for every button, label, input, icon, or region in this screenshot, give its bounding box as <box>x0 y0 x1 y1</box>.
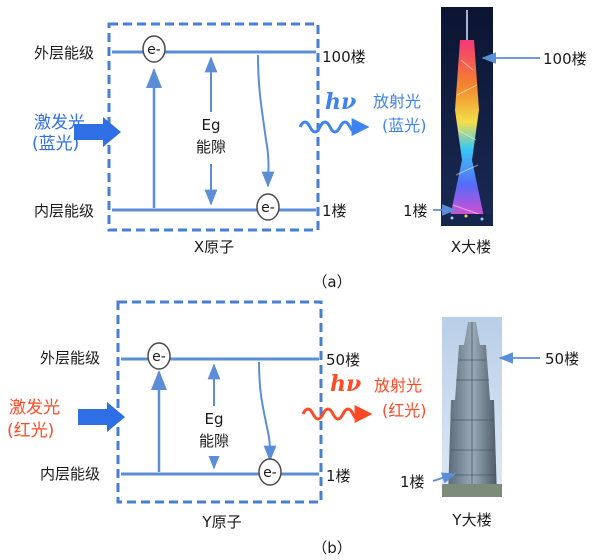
electron-bottom-a: e- <box>256 193 280 221</box>
building-top-label-a: 100楼 <box>543 50 587 68</box>
top-floor-label-a: 100楼 <box>322 48 366 66</box>
outer-level-label-b: 外层能级 <box>40 349 100 367</box>
photon-wave-a <box>298 118 370 136</box>
excite-light-label-b: 激发光 <box>9 398 60 418</box>
emit-light-color-a: (蓝光) <box>382 116 427 135</box>
atom-box-a <box>107 22 320 232</box>
electron-top-b: e- <box>147 342 171 370</box>
excite-light-arrow-a <box>74 117 121 147</box>
building-photo-b <box>442 317 502 497</box>
inner-level-label-b: 内层能级 <box>40 465 100 483</box>
emit-light-label-b: 放射光 <box>374 376 422 395</box>
relaxation-arrow-b <box>258 361 277 462</box>
building-bottom-label-b: 1楼 <box>400 473 425 491</box>
inner-level-label-a: 内层能级 <box>34 202 94 220</box>
excite-light-color-a: (蓝光) <box>32 134 79 154</box>
gap-label-eg-b: Eg <box>205 410 224 428</box>
gap-label-eg-a: Eg <box>202 116 221 134</box>
building-bottom-pointer-b <box>432 472 457 484</box>
outer-level-label-a: 外层能级 <box>34 44 94 62</box>
electron-top-a: e- <box>142 35 166 63</box>
emit-light-color-b: (红光) <box>382 401 427 420</box>
relaxation-arrow-a <box>257 54 275 188</box>
top-floor-label-b: 50楼 <box>326 351 360 369</box>
gap-label-a: 能隙 <box>196 138 226 156</box>
caption-b: （b） <box>312 539 352 557</box>
photon-symbol-b: hν <box>330 371 361 397</box>
svg-text:e-: e- <box>263 465 277 481</box>
photon-symbol-a: hν <box>325 89 356 115</box>
svg-text:e-: e- <box>152 349 166 365</box>
caption-a: （a） <box>312 273 351 291</box>
excite-light-color-b: (红光) <box>7 421 54 441</box>
emit-light-label-a: 放射光 <box>373 92 421 111</box>
svg-text:e-: e- <box>261 200 275 216</box>
gap-label-b: 能隙 <box>199 432 229 450</box>
excite-light-label-a: 激发光 <box>34 113 85 133</box>
atom-label-a: X原子 <box>194 238 234 256</box>
building-label-a: X大楼 <box>451 238 491 256</box>
photon-wave-b <box>301 405 373 423</box>
excite-light-arrow-b <box>78 402 125 432</box>
panel-b: 外层能级 内层能级 50楼 1楼 Eg 能隙 e- e- 激发光 (红光) hν… <box>7 300 579 557</box>
electron-bottom-b: e- <box>258 458 282 486</box>
building-bottom-label-a: 1楼 <box>403 202 428 220</box>
bottom-floor-label-a: 1楼 <box>322 202 347 220</box>
bottom-floor-label-b: 1楼 <box>326 467 351 485</box>
building-top-label-b: 50楼 <box>545 350 579 368</box>
panel-a: 外层能级 内层能级 100楼 1楼 Eg 能隙 e- e- 激发光 (蓝光) h… <box>32 7 587 291</box>
building-photo-a <box>441 7 493 226</box>
building-label-b: Y大楼 <box>451 511 491 529</box>
atom-box-b <box>116 300 323 504</box>
svg-text:e-: e- <box>147 42 161 58</box>
atom-label-b: Y原子 <box>201 513 241 531</box>
